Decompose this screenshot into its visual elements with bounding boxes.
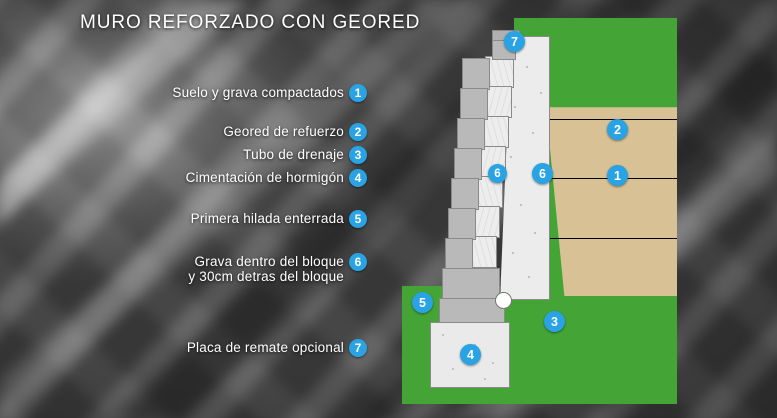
callout-1: 1 (607, 165, 628, 186)
callout-2: 2 (607, 119, 628, 140)
geogrid-layer-2 (535, 178, 677, 179)
block-grey-2 (462, 58, 490, 90)
block-grey-5 (454, 148, 482, 180)
callout-6a: 6 (488, 164, 507, 183)
legend-item-7-label: Placa de remate opcional (186, 340, 344, 355)
legend: Suelo y grava compactados 1 Geored de re… (0, 0, 372, 418)
block-grey-4 (457, 118, 485, 150)
block-grey-9 (442, 268, 500, 300)
callout-7: 7 (504, 31, 525, 52)
legend-item-6: Grava dentro del bloque y 30cm detras de… (188, 254, 344, 284)
legend-bullet-3: 3 (349, 146, 367, 164)
legend-bullet-4: 4 (349, 169, 367, 187)
legend-item-3: Tubo de drenaje (243, 147, 344, 162)
callout-5: 5 (412, 292, 433, 313)
block-grey-8 (445, 238, 473, 270)
legend-item-6-sublabel: y 30cm detras del bloque (188, 269, 344, 284)
legend-item-4-label: Cimentación de hormigón (185, 170, 344, 185)
legend-item-2-label: Geored de refuerzo (223, 124, 344, 139)
block-grey-3 (460, 88, 488, 120)
legend-item-3-label: Tubo de drenaje (243, 147, 344, 162)
block-grey-6 (451, 178, 479, 210)
legend-bullet-7: 7 (349, 339, 367, 357)
legend-bullet-5: 5 (349, 210, 367, 228)
callout-4: 4 (460, 344, 481, 365)
callout-6b: 6 (532, 163, 553, 184)
compacted-soil-fill (546, 107, 677, 296)
legend-item-5-label: Primera hilada enterrada (190, 211, 344, 226)
legend-item-6-label: Grava dentro del bloque (194, 254, 344, 269)
geogrid-layer-1 (542, 119, 677, 120)
legend-bullet-2: 2 (349, 123, 367, 141)
legend-bullet-6: 6 (349, 253, 367, 271)
legend-bullet-1: 1 (349, 84, 367, 102)
legend-item-7: Placa de remate opcional (187, 340, 344, 355)
block-grey-7 (448, 208, 476, 240)
legend-item-2: Geored de refuerzo (223, 124, 344, 139)
callout-3: 3 (544, 311, 565, 332)
legend-item-1: Suelo y grava compactados (172, 85, 344, 100)
geogrid-layer-3 (527, 238, 677, 239)
legend-item-5: Primera hilada enterrada (191, 211, 344, 226)
drain-pipe (495, 292, 512, 309)
legend-item-4: Cimentación de hormigón (186, 170, 344, 185)
wall-cross-section-diagram: 7 2 1 6 6 5 3 4 (392, 14, 677, 404)
page-title: MURO REFORZADO CON GEORED (80, 12, 421, 33)
legend-item-1-label: Suelo y grava compactados (172, 85, 344, 100)
